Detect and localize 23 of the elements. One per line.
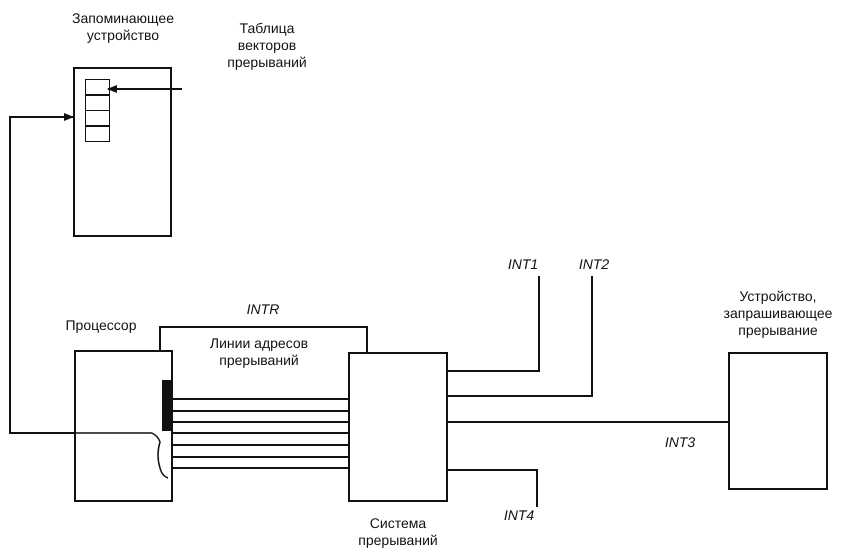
lines-caption: Линии адресов прерываний bbox=[208, 335, 310, 369]
connector-line bbox=[448, 276, 593, 397]
system-caption: Система прерываний bbox=[357, 515, 439, 549]
signal-label: INT4 bbox=[502, 507, 536, 524]
connector-line bbox=[173, 410, 348, 412]
table-caption: Таблица векторов прерываний bbox=[226, 20, 308, 71]
connector-line bbox=[173, 432, 348, 434]
connector-line bbox=[173, 421, 348, 423]
connector-line bbox=[448, 276, 540, 372]
device-caption: Устройство, запрашивающее прерывание bbox=[722, 288, 834, 339]
connector-line bbox=[448, 421, 728, 423]
connector-line bbox=[448, 469, 538, 507]
connector-line bbox=[173, 444, 348, 446]
signal-label: INT2 bbox=[578, 256, 610, 273]
processor-caption: Процессор bbox=[64, 317, 138, 334]
connector-line bbox=[9, 113, 74, 434]
signal-label: INT1 bbox=[506, 256, 540, 273]
connector-line bbox=[159, 326, 368, 352]
device-caption: Запоминающее устройство bbox=[70, 10, 175, 44]
connector-line bbox=[173, 467, 348, 469]
connector-line bbox=[173, 398, 348, 400]
connector-line bbox=[107, 85, 182, 93]
connector-line bbox=[173, 456, 348, 458]
